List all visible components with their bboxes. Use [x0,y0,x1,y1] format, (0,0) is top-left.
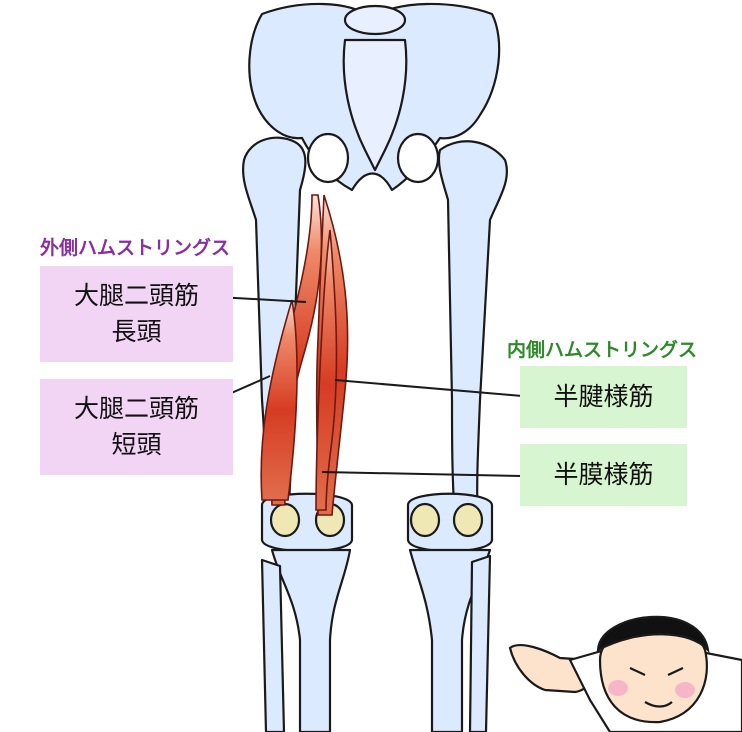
fibula-right [468,554,492,732]
leader-line-semimembranosus [321,471,523,477]
meniscus-left-1 [269,502,301,538]
meniscus-right-2 [452,502,484,538]
cheek-right [675,682,695,698]
leader-line-semitendinosus [334,379,523,397]
label-line1: 半腱様筋 [553,382,654,411]
label-semimembranosus: 半膜様筋 [520,444,687,506]
label-biceps-femoris-long-head: 大腿二頭筋 長頭 [40,266,233,362]
medial-hamstrings-title: 内側ハムストリングス [507,339,698,361]
label-line1: 大腿二頭筋 [73,281,199,310]
vertebra [343,4,407,36]
lateral-hamstrings-title: 外側ハムストリングス [40,237,231,259]
eyes [629,667,684,676]
label-line2: 短頭 [111,430,162,459]
mouth [644,701,673,708]
biceps-femoris-short-head [260,299,298,501]
obturator-right [396,132,440,184]
fibula-left [260,558,286,732]
semimembranosus [315,229,338,511]
cheek-left [608,680,628,696]
teacher-character [508,615,742,732]
sacrum [342,38,408,172]
tibia-left [270,548,352,732]
label-line2: 長頭 [111,317,162,346]
femur-right [437,140,508,522]
meniscus-right-1 [409,502,441,538]
label-semitendinosus: 半腱様筋 [520,366,687,428]
obturator-left [306,132,350,184]
label-biceps-femoris-short-head: 大腿二頭筋 短頭 [40,379,233,475]
label-line1: 半膜様筋 [553,460,654,489]
label-line1: 大腿二頭筋 [73,394,199,423]
hair [596,615,710,654]
